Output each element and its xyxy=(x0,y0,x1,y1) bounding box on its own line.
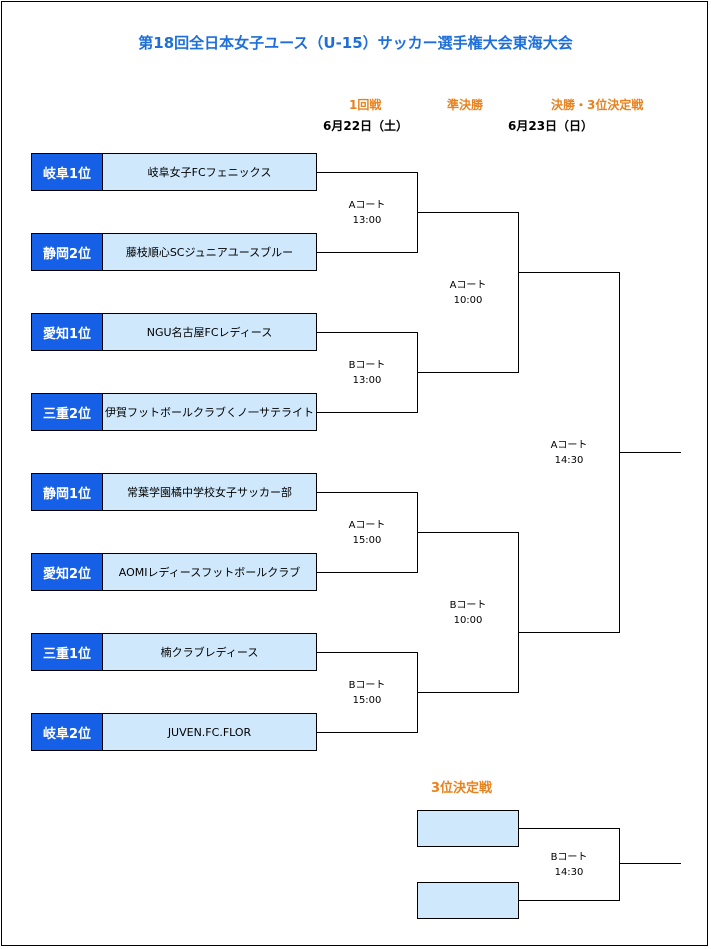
match-court-time: Bコート 15:00 xyxy=(327,678,407,708)
date-day2: 6月23日（日） xyxy=(508,119,594,133)
match-time: 13:00 xyxy=(352,215,382,226)
seed-label: 三重1位 xyxy=(31,633,103,671)
court-label: Aコート xyxy=(449,280,487,291)
seed-label: 岐阜1位 xyxy=(31,153,103,191)
court-label: Aコート xyxy=(550,440,588,451)
final-label: 決勝・3位決定戦 xyxy=(551,98,644,112)
round1-label: 1回戦 xyxy=(349,98,382,112)
match-time: 15:00 xyxy=(352,695,382,706)
team-name: 楠クラブレディース xyxy=(103,633,317,671)
team-name: 伊賀フットボールクラブくノ一サテライト xyxy=(103,393,317,431)
semifinal-label: 準決勝 xyxy=(447,98,484,112)
match-time: 14:30 xyxy=(554,867,584,878)
team-name: AOMIレディースフットボールクラブ xyxy=(103,553,317,591)
bracket-line xyxy=(518,272,619,273)
team-name: 岐阜女子FCフェニックス xyxy=(103,153,317,191)
bracket-line xyxy=(317,732,417,733)
seed-label: 岐阜2位 xyxy=(31,713,103,751)
bracket-line xyxy=(317,252,417,253)
court-label: Bコート xyxy=(550,852,588,863)
third-place-slot xyxy=(417,882,519,919)
bracket-line xyxy=(417,692,518,693)
bracket-line xyxy=(417,212,518,213)
match-time: 10:00 xyxy=(453,295,483,306)
court-label: Aコート xyxy=(348,200,386,211)
seed-label: 静岡1位 xyxy=(31,473,103,511)
match-time: 15:00 xyxy=(352,535,382,546)
match-court-time: Aコート 15:00 xyxy=(327,518,407,548)
seed-label: 三重2位 xyxy=(31,393,103,431)
team-name: 藤枝順心SCジュニアユースブルー xyxy=(103,233,317,271)
court-label: Bコート xyxy=(348,680,386,691)
match-court-time: Bコート 14:30 xyxy=(529,850,609,880)
match-court-time: Aコート 13:00 xyxy=(327,198,407,228)
court-label: Bコート xyxy=(348,360,386,371)
court-label: Bコート xyxy=(449,600,487,611)
bracket-line xyxy=(317,572,417,573)
bracket-line xyxy=(417,372,518,373)
bracket-line xyxy=(417,532,518,533)
third-place-slot xyxy=(417,810,519,847)
bracket-line xyxy=(518,212,519,373)
court-label: Aコート xyxy=(348,520,386,531)
bracket-line xyxy=(317,652,417,653)
bracket-line xyxy=(619,863,681,864)
team-name: 常葉学園橘中学校女子サッカー部 xyxy=(103,473,317,511)
match-court-time: Aコート 14:30 xyxy=(529,438,609,468)
match-court-time: Bコート 10:00 xyxy=(428,598,508,628)
bracket-line xyxy=(317,332,417,333)
bracket-line xyxy=(519,900,619,901)
team-name: JUVEN.FC.FLOR xyxy=(103,713,317,751)
seed-label: 静岡2位 xyxy=(31,233,103,271)
seed-label: 愛知2位 xyxy=(31,553,103,591)
bracket-line xyxy=(317,412,417,413)
bracket-line xyxy=(518,532,519,693)
bracket-line xyxy=(317,492,417,493)
bracket-line xyxy=(619,828,620,901)
match-time: 10:00 xyxy=(453,615,483,626)
third-place-label: 3位決定戦 xyxy=(431,781,493,796)
bracket-line xyxy=(519,828,619,829)
page-title: 第18回全日本女子ユース（U-15）サッカー選手権大会東海大会 xyxy=(138,34,573,52)
seed-label: 愛知1位 xyxy=(31,313,103,351)
match-court-time: Bコート 13:00 xyxy=(327,358,407,388)
bracket-line xyxy=(317,172,417,173)
match-court-time: Aコート 10:00 xyxy=(428,278,508,308)
bracket-line xyxy=(619,452,681,453)
match-time: 14:30 xyxy=(554,455,584,466)
date-day1: 6月22日（土） xyxy=(323,119,409,133)
match-time: 13:00 xyxy=(352,375,382,386)
bracket-line xyxy=(518,632,619,633)
team-name: NGU名古屋FCレディース xyxy=(103,313,317,351)
